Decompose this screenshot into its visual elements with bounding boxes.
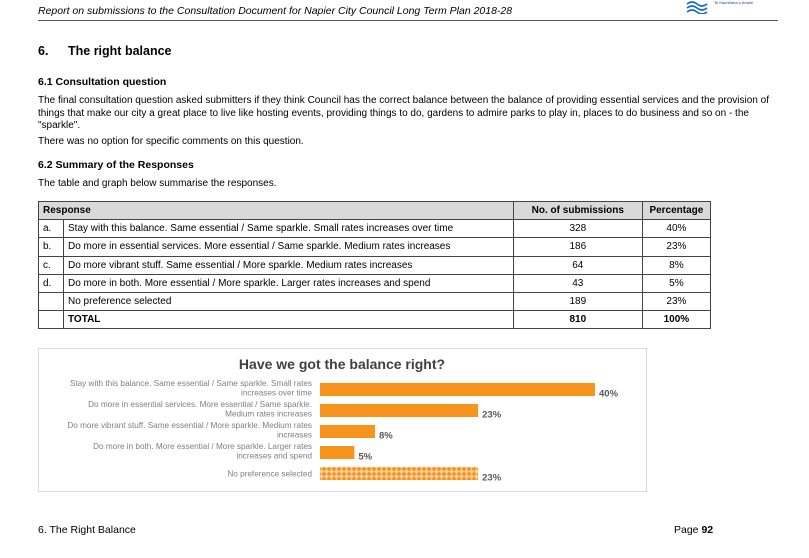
row-count: 189 — [512, 291, 643, 312]
subsection-summary: 6.2 Summary of the Responses — [38, 159, 194, 171]
chart-title: Have we got the balance right? — [239, 356, 445, 372]
no-option-paragraph: There was no option for specific comment… — [38, 136, 304, 147]
chart-category-label: No preference selected — [227, 470, 312, 479]
footer-section-label: 6. The Right Balance — [38, 524, 136, 536]
section-title: 6. The right balance — [38, 44, 172, 58]
row-response: Do more in both. More essential / More s… — [63, 273, 514, 293]
chart-bar — [320, 425, 375, 438]
row-percentage: 40% — [641, 219, 712, 239]
total-label: TOTAL — [63, 310, 514, 330]
footer-page: Page 92 — [674, 524, 713, 536]
summary-paragraph: The table and graph below summarise the … — [38, 178, 277, 189]
row-letter: c. — [38, 255, 64, 275]
section-number: 6. — [38, 44, 49, 58]
chart-category-label: Do more in essential services. More esse… — [88, 400, 312, 409]
header-divider — [38, 20, 778, 21]
row-percentage: 23% — [641, 237, 712, 257]
row-count: 64 — [512, 255, 643, 275]
subsection-consultation-question: 6.1 Consultation question — [38, 76, 167, 88]
chart-bar — [320, 446, 355, 459]
chart-value-label: 8% — [379, 431, 393, 442]
chart-value-label: 40% — [599, 389, 619, 400]
logo-text: Te Kaunihera o Ahuriri — [714, 0, 754, 5]
responses-table: Response No. of submissions Percentage a… — [38, 200, 712, 330]
chart-value-label: 23% — [482, 473, 502, 484]
chart-bar — [320, 467, 479, 480]
chart-category-label: increases — [277, 431, 312, 440]
row-letter: d. — [38, 273, 64, 293]
chart-value-label: 5% — [358, 452, 372, 463]
report-header-title: Report on submissions to the Consultatio… — [38, 5, 513, 17]
table-header-row: Response No. of submissions Percentage — [38, 200, 712, 221]
chart-category-label: increases over time — [241, 389, 312, 398]
row-letter: b. — [38, 237, 64, 257]
total-count: 810 — [512, 310, 643, 330]
row-count: 328 — [512, 219, 643, 239]
table-row: b. Do more in essential services. More e… — [38, 237, 712, 257]
council-logo: Te Kaunihera o Ahuriri — [686, 0, 776, 16]
balance-chart-svg: Have we got the balance right? 40% Stay wi… — [67, 356, 619, 484]
total-percentage: 100% — [641, 310, 712, 330]
section-title-text: The right balance — [68, 44, 172, 58]
row-letter: a. — [38, 219, 64, 239]
table-row: a. Stay with this balance. Same essentia… — [38, 219, 712, 239]
row-response: Do more in essential services. More esse… — [63, 237, 514, 257]
chart-category-label: increases and spend — [236, 452, 312, 461]
table-row: c. Do more vibrant stuff. Same essential… — [38, 255, 712, 275]
row-count: 43 — [512, 273, 643, 293]
row-letter — [38, 291, 64, 312]
chart-category-label: Stay with this balance. Same essential /… — [70, 379, 312, 388]
header-percentage: Percentage — [641, 200, 712, 221]
row-percentage: 23% — [641, 291, 712, 312]
row-count: 186 — [512, 237, 643, 257]
chart-category-label: Do more in both. More essential / More s… — [93, 442, 312, 451]
row-percentage: 5% — [641, 273, 712, 293]
consultation-paragraph: The final consultation question asked su… — [38, 95, 769, 131]
chart-category-label: Medium rates increases — [225, 410, 312, 419]
total-letter — [38, 310, 64, 330]
wave-logo-icon — [686, 1, 708, 15]
table-row: d. Do more in both. More essential / Mor… — [38, 273, 712, 293]
row-percentage: 8% — [641, 255, 712, 275]
chart-bar — [320, 404, 479, 417]
footer-page-label: Page — [674, 524, 702, 536]
header-submissions: No. of submissions — [512, 200, 643, 221]
row-response: No preference selected — [63, 291, 514, 312]
chart-bar — [320, 383, 595, 396]
table-total-row: TOTAL 810 100% — [38, 310, 712, 330]
chart-value-label: 23% — [482, 410, 502, 421]
header-response: Response — [38, 200, 514, 221]
chart-category-label: Do more vibrant stuff. Same essential / … — [67, 421, 312, 430]
footer-page-number: 92 — [701, 524, 714, 536]
row-response: Stay with this balance. Same essential /… — [63, 219, 514, 239]
balance-chart: Have we got the balance right? 40% Stay wi… — [38, 348, 647, 492]
table-row: No preference selected 189 23% — [38, 291, 712, 312]
row-response: Do more vibrant stuff. Same essential / … — [63, 255, 514, 275]
